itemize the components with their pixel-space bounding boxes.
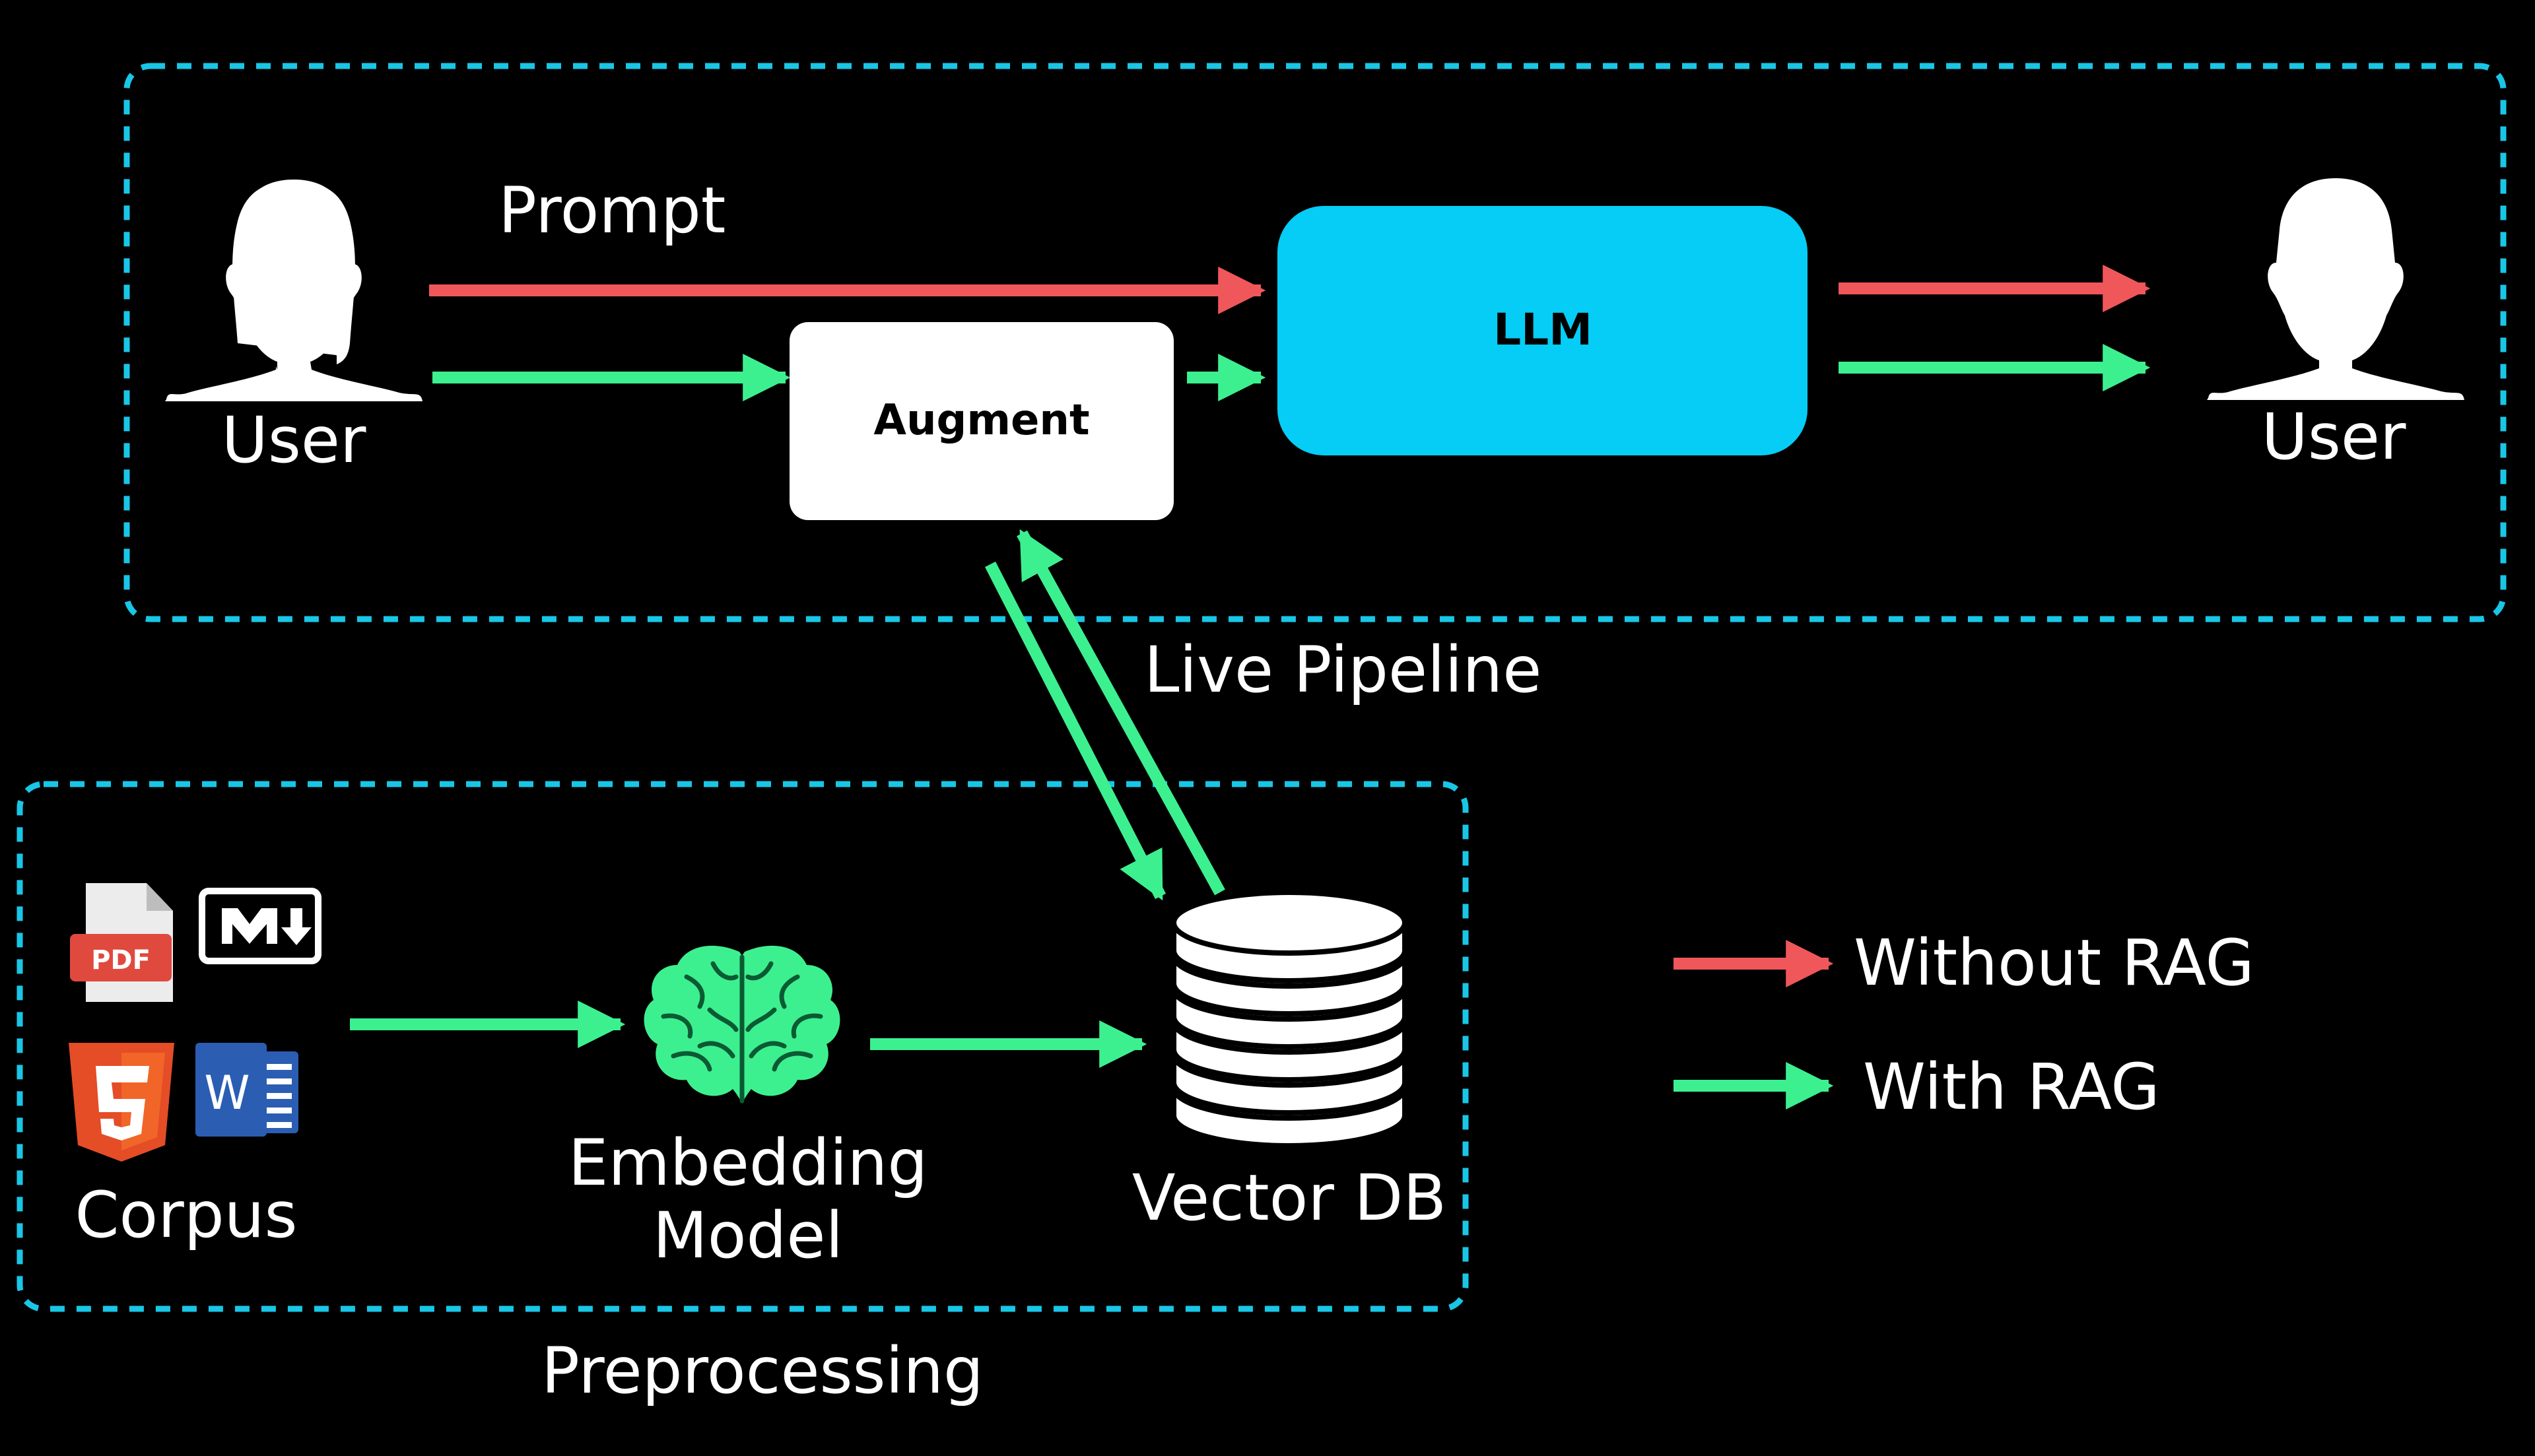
html5-icon xyxy=(69,1043,174,1162)
brain-icon xyxy=(644,945,840,1104)
corpus-label: Corpus xyxy=(75,1178,297,1252)
embedding-label-line1: Embedding xyxy=(568,1126,928,1200)
vectordb-to-augment-arrow xyxy=(1017,529,1225,896)
word-icon-text: W xyxy=(204,1066,250,1120)
legend-with-rag-label: With RAG xyxy=(1863,1050,2160,1124)
vector-db-icon xyxy=(1171,890,1407,1148)
live-pipeline-boundary xyxy=(123,63,2507,622)
markdown-icon xyxy=(199,888,321,964)
pdf-icon-text: PDF xyxy=(91,945,151,976)
pdf-file-icon: PDF xyxy=(70,883,173,1002)
preprocessing-boundary xyxy=(17,781,1469,1312)
embedding-label-line2: Model xyxy=(653,1199,843,1273)
user-left-icon xyxy=(165,180,422,401)
llm-label: LLM xyxy=(1493,304,1592,355)
preprocessing-title: Preprocessing xyxy=(541,1334,984,1408)
augment-label: Augment xyxy=(873,396,1089,445)
augment-box xyxy=(790,322,1174,520)
user-left-label: User xyxy=(222,403,366,477)
vectordb-label: Vector DB xyxy=(1132,1161,1446,1235)
legend-without-rag-label: Without RAG xyxy=(1854,926,2254,1000)
user-right-label: User xyxy=(2262,400,2406,474)
llm-box xyxy=(1277,206,1808,455)
live-pipeline-title: Live Pipeline xyxy=(1144,633,1541,707)
user-right-icon xyxy=(2207,178,2464,400)
legend: Without RAG With RAG xyxy=(1673,926,2254,1124)
word-icon: W xyxy=(195,1043,298,1137)
prompt-label: Prompt xyxy=(498,174,726,248)
augment-to-vectordb-arrow xyxy=(984,561,1166,901)
